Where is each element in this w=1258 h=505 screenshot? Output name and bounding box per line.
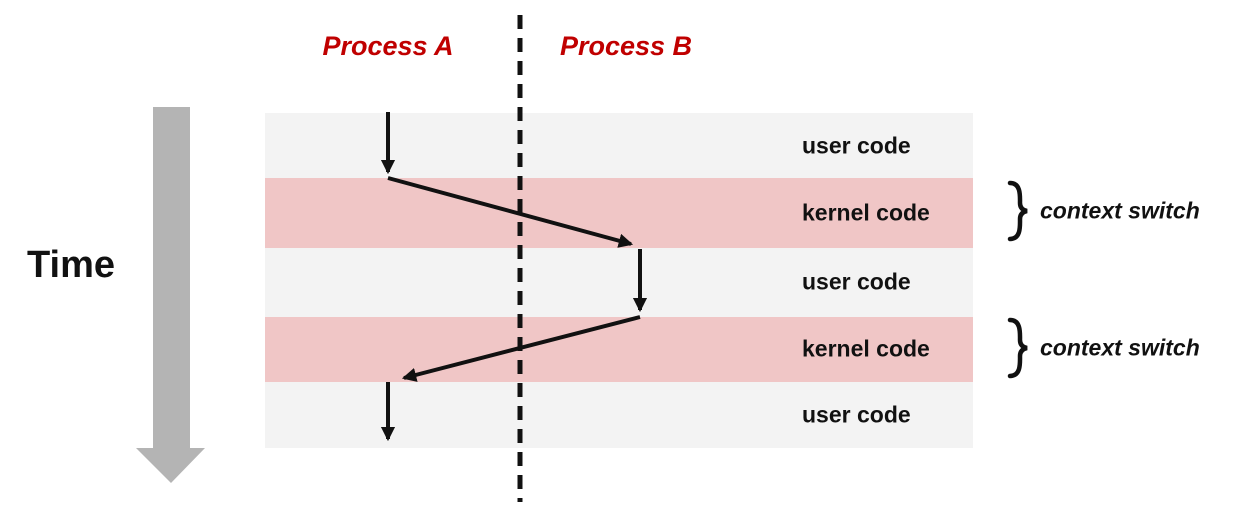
band-label-kernel-code-1: kernel code — [802, 199, 930, 226]
band-kernel-code-2 — [265, 317, 973, 382]
band-label-kernel-code-2: kernel code — [802, 335, 930, 362]
band-label-user-code-1: user code — [802, 132, 911, 159]
context-switch-brace-2 — [1007, 317, 1028, 379]
process-a-label: Process A — [322, 31, 454, 61]
band-label-user-code-2: user code — [802, 268, 911, 295]
flow-arrow-switch-b-to-a — [401, 315, 641, 382]
band-user-code-2 — [265, 248, 973, 317]
context-switch-label-2: context switch — [1040, 334, 1200, 361]
band-label-user-code-3: user code — [802, 401, 911, 428]
context-switch-label-1: context switch — [1040, 197, 1200, 224]
time-arrow — [136, 107, 205, 483]
time-axis-label: Time — [27, 244, 116, 286]
context-switch-brace-1 — [1007, 180, 1028, 242]
process-b-label: Process B — [559, 31, 693, 61]
flow-arrow-switch-a-to-b — [387, 176, 634, 248]
